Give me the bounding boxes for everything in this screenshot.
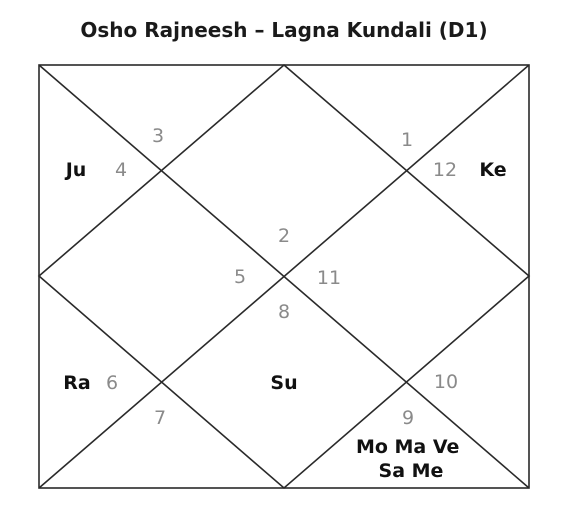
house-9-planets-line-2: Sa Me [379, 460, 444, 482]
house-1-number: 1 [401, 129, 413, 151]
house-8-planets: Su [270, 372, 297, 394]
house-8-number: 8 [278, 301, 290, 323]
house-7-number: 7 [154, 407, 166, 429]
house-12-planets: Ke [479, 159, 506, 181]
house-9-planets: Mo Ma Ve Sa Me [356, 436, 466, 482]
inner-diamond [37, 63, 531, 490]
chart-title: Osho Rajneesh – Lagna Kundali (D1) [80, 18, 488, 42]
house-9-planets-line-1: Mo Ma Ve [356, 436, 459, 458]
house-3-number: 3 [152, 125, 164, 147]
house-4-planets: Ju [64, 159, 87, 181]
house-10-number: 10 [434, 371, 458, 393]
house-12-number: 12 [433, 159, 457, 181]
house-6-number: 6 [106, 372, 118, 394]
house-6-planets: Ra [63, 372, 90, 394]
house-4-number: 4 [115, 159, 127, 181]
diagonal-anti [38, 64, 530, 489]
house-2-number: 2 [278, 225, 290, 247]
house-5-number: 5 [234, 266, 246, 288]
house-11-number: 11 [317, 267, 341, 289]
house-9-number: 9 [402, 407, 414, 429]
